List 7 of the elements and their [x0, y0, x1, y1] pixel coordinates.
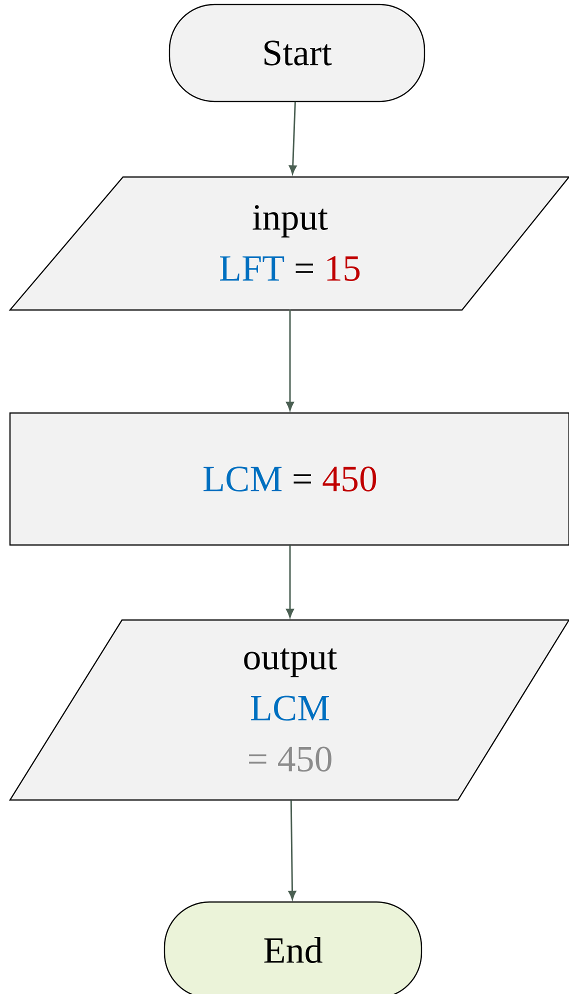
end-terminal: End [164, 901, 422, 994]
start-terminal: Start [168, 4, 426, 102]
arrow [286, 310, 294, 411]
arrow [286, 545, 294, 618]
process-box: LCM = 450 [9, 412, 569, 546]
arrow [288, 800, 296, 900]
arrow [288, 102, 297, 174]
